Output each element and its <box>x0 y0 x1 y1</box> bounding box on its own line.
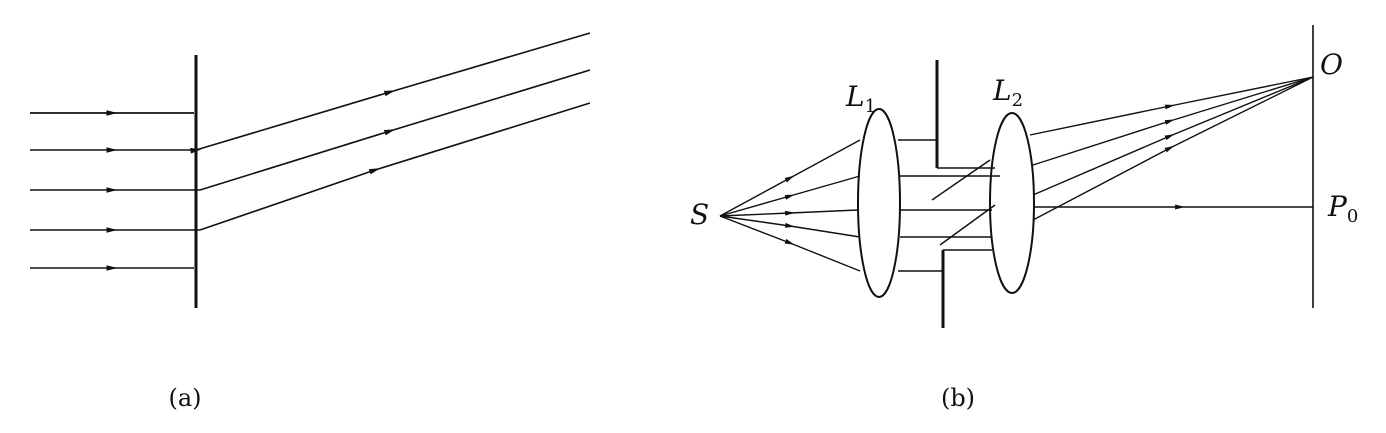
diffracted-ray <box>199 69 591 191</box>
label-source-s: S <box>690 198 709 231</box>
caption-a: (a) <box>168 384 201 412</box>
lens-l1 <box>857 108 901 298</box>
focused-ray <box>1029 76 1314 136</box>
label-lens-l1-main: L <box>845 80 865 113</box>
diffracted-ray <box>199 102 591 231</box>
diffracted-ray <box>190 32 591 154</box>
diffracted-rays-a <box>190 32 591 231</box>
label-lens-l2: L2 <box>992 74 1023 111</box>
label-screen-p0-sub: 0 <box>1347 206 1358 227</box>
label-focus-o: O <box>1320 48 1343 81</box>
focused-ray <box>1032 76 1314 196</box>
panel-a <box>30 32 591 308</box>
source-rays <box>719 139 861 272</box>
focused-ray <box>1032 76 1314 221</box>
label-lens-l1: L1 <box>845 80 876 117</box>
source-ray <box>719 209 859 217</box>
source-ray <box>719 139 861 217</box>
label-lens-l2-main: L <box>992 74 1012 107</box>
focused-ray <box>1032 76 1314 166</box>
incident-rays-a <box>30 110 200 271</box>
focused-rays <box>1029 76 1314 221</box>
source-ray <box>719 215 861 238</box>
panel-b <box>719 25 1314 328</box>
collimated-beam <box>898 139 1000 272</box>
label-lens-l2-sub: 2 <box>1012 90 1023 111</box>
label-lens-l1-sub: 1 <box>865 96 876 117</box>
caption-b: (b) <box>941 384 975 412</box>
source-ray <box>719 175 861 217</box>
lens-l2 <box>989 112 1035 294</box>
label-screen-p0: P0 <box>1327 190 1358 227</box>
label-screen-p0-main: P <box>1327 190 1348 223</box>
source-ray <box>719 215 861 272</box>
